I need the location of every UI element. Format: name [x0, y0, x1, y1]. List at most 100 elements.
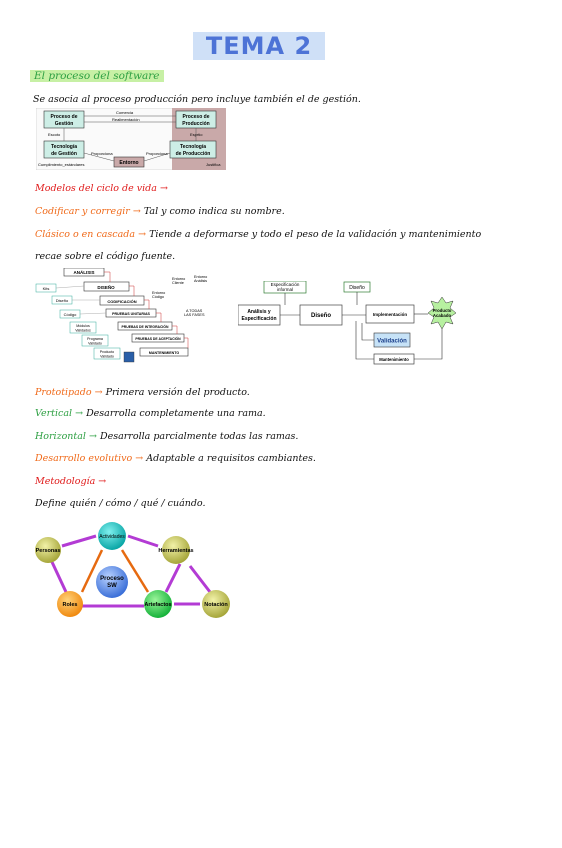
wf-mantenimiento: [139, 347, 189, 357]
arrow-personas-roles: [50, 561, 68, 593]
node-proceso-l2: SW: [107, 583, 117, 589]
box-entorno-label: Entorno: [119, 160, 138, 166]
it-implementacion-label: Implementación: [373, 312, 408, 317]
box-entorno: [113, 156, 145, 168]
node-proceso-l1: Proceso: [100, 576, 124, 582]
line-proporciona-right: [143, 152, 171, 162]
label-justifica: Justifica: [206, 162, 221, 167]
clasico-line: Clásico o en cascada → Tiende a deformar…: [35, 229, 481, 241]
methodology-arrows: [50, 534, 212, 608]
wf-conn-4: [156, 312, 162, 322]
box-produccion-l1: Proceso de: [183, 114, 210, 120]
node-herramientas: [162, 536, 190, 564]
label-proporciona-right: Proporciona: [146, 151, 168, 156]
it-diseno-label: Diseño: [311, 313, 331, 319]
wf-programa-l2: Validado: [88, 342, 102, 346]
wf-producto-l2: Validado: [100, 355, 114, 359]
evolutivo-arrow: →: [135, 453, 144, 464]
node-notacion-label: Notación: [204, 602, 228, 608]
arrow-actividades-roles: [80, 549, 104, 593]
horizontal-arrow: →: [88, 431, 97, 442]
wf-pruebas-integracion-label: PRUEBAS DE INTEGRACIÓN: [122, 324, 169, 329]
node-personas-label: Personas: [36, 548, 61, 554]
it-analisis-l1: Análisis y: [247, 309, 271, 315]
it-especificacion-l1: Especificación: [271, 282, 300, 287]
prototipado-line: Prototipado → Primera versión del produc…: [35, 387, 250, 399]
box-tec-produccion-l2: de Producción: [176, 151, 211, 157]
wf-kits-label: Kits: [43, 286, 50, 291]
it-validacion-label: Validación: [377, 339, 407, 345]
node-personas: [35, 537, 61, 563]
clasico-term: Clásico o en cascada: [35, 229, 136, 240]
codificar-text: Tal y como indica su nombre.: [143, 206, 285, 217]
prototipado-term: Prototipado: [35, 387, 92, 398]
box-tec-produccion-l1: Tecnología: [180, 144, 206, 150]
evolutivo-term: Desarrollo evolutivo: [35, 453, 133, 464]
wf-mantenimiento-label: MANTENIMIENTO: [149, 351, 179, 355]
horizontal-term: Horizontal: [35, 431, 86, 442]
node-proceso-sw: [96, 566, 128, 598]
wf-pruebas-unitarias-label: PRUEBAS UNITARIAS: [112, 312, 150, 316]
wf-entorno-analisis-l2: Análisis: [194, 279, 207, 283]
process-diagram: Proceso de Gestión Proceso de Producción…: [36, 108, 226, 170]
node-roles-label: Roles: [63, 602, 78, 608]
vertical-arrow: →: [75, 408, 84, 419]
box-produccion-l2: Producción: [182, 121, 210, 127]
models-title-text: Modelos del ciclo de vida: [35, 183, 157, 194]
vertical-text: Desarrolla completamente una rama.: [86, 408, 266, 419]
prototipado-arrow: →: [94, 387, 103, 398]
wf-a-todas-l2: LAS FASES: [184, 313, 205, 317]
arrow-personas-actividades: [61, 534, 97, 548]
codificar-line: Codificar y corregir → Tal y como indica…: [35, 206, 285, 218]
arrow-actividades-herramientas: [127, 534, 159, 548]
vertical-term: Vertical: [35, 408, 73, 419]
clasico-text2: recae sobre el código fuente.: [35, 251, 176, 262]
metodologia-title-arrow: →: [98, 476, 107, 487]
wf-computer-icon: [123, 351, 135, 363]
arrow-herramientas-artefactos: [164, 563, 182, 593]
wf-conn-5: [172, 325, 178, 334]
node-artefactos: [144, 590, 172, 618]
clasico-text: Tiende a deformarse y todo el peso de la…: [149, 229, 482, 240]
line-proporciona-left: [83, 152, 115, 162]
wf-producto: [93, 347, 121, 360]
clasico-arrow: →: [138, 229, 147, 240]
wf-codificacion-label: CODIFICACIÓN: [107, 299, 136, 304]
box-gestion-l2: Gestión: [55, 121, 74, 127]
codificar-term: Codificar y corregir: [35, 206, 130, 217]
title-background: [193, 32, 325, 60]
wf-entorno-cliente-l1: Entorno: [172, 277, 185, 281]
metodologia-text: Define quién / cómo / qué / cuándo.: [35, 498, 206, 509]
node-herramientas-label: Herramientas: [158, 548, 193, 554]
wf-diseno: [83, 281, 130, 292]
it-arrow-8: [361, 323, 374, 341]
arrow-herramientas-notacion: [188, 565, 212, 593]
wf-modulos: [69, 321, 97, 334]
iterative-diagram: Especificación informal Diseño Análisis …: [238, 281, 457, 365]
codificar-arrow: →: [132, 206, 141, 217]
horizontal-line: Horizontal → Desarrolla parcialmente tod…: [35, 431, 298, 443]
wf-conn-2: [129, 285, 135, 296]
it-producto-l2: Acabado: [433, 313, 452, 318]
wf-entorno-cliente-l2: Cliente: [172, 281, 184, 285]
page-title: TEMA 2: [205, 32, 313, 60]
vertical-line: Vertical → Desarrolla completamente una …: [35, 408, 266, 420]
section-title: El proceso del software: [30, 70, 164, 82]
wf-conn-1: [104, 271, 111, 282]
node-roles: [57, 591, 83, 617]
prototipado-text: Primera versión del producto.: [105, 387, 250, 398]
evolutivo-line: Desarrollo evolutivo → Adaptable a requi…: [35, 453, 316, 465]
wf-conn-codigo: [79, 312, 107, 315]
it-analisis-l2: Especificación: [241, 316, 276, 322]
wf-conn-kits: [55, 285, 85, 289]
it-arrow-7: [355, 321, 374, 360]
wf-modulos-l2: Validados: [75, 329, 91, 333]
arrow-actividades-artefactos: [120, 549, 150, 593]
wf-programa-l1: Programa: [87, 337, 103, 341]
models-title-arrow: →: [159, 183, 168, 194]
wf-pruebas-aceptacion-label: PRUEBAS DE ACEPTACIÓN: [135, 336, 181, 341]
wf-conn-6: [184, 337, 189, 348]
wf-entorno-codigo-l1: Entorno: [152, 291, 165, 295]
node-artefactos-label: Artefactos: [144, 602, 171, 608]
methodology-diagram: Actividades Personas Herramientas Roles …: [35, 522, 230, 618]
